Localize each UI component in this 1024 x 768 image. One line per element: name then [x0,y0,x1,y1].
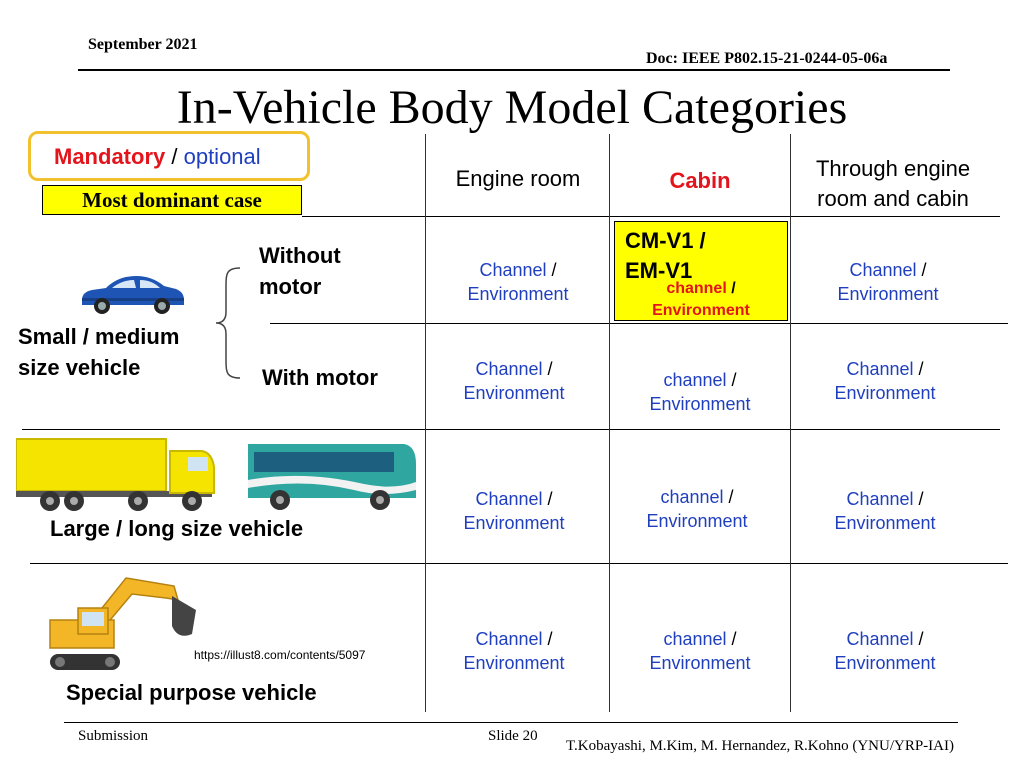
channel-label: Channel [475,629,543,649]
grid-col-line-3 [790,134,791,712]
legend-mandatory: Mandatory [54,144,166,169]
page-title: In-Vehicle Body Model Categories [176,81,848,134]
row-without-motor: Without motor [259,243,341,299]
image-credit: https://illust8.com/contents/5097 [194,648,366,662]
grid-line-row1 [270,323,1008,324]
cell-r3-cabin: channel / Environment [607,485,787,533]
cell-r4-engine: Channel / Environment [422,627,606,675]
channel-label: channel [663,629,727,649]
header-date: September 2021 [88,36,198,53]
cabin-model-label: CM-V1 / EM-V1 [625,228,706,283]
channel-label: Channel [846,359,914,379]
environment-label: Environment [463,383,565,403]
cell-r1-engine: Channel / Environment [426,258,610,306]
cell-r3-engine: Channel / Environment [422,487,606,535]
environment-label: Environment [649,653,751,673]
environment-label: Environment [652,302,750,319]
bus-icon [248,444,416,510]
col-through: Through engine room and cabin [815,156,971,211]
footer-submission: Submission [78,728,149,744]
col-engine-room: Engine room [455,166,581,191]
grid-line-header [302,216,1000,217]
grid-line-row3 [30,563,1008,564]
environment-label: Environment [463,513,565,533]
channel-label: Channel [849,260,917,280]
cell-r2-through: Channel / Environment [788,357,982,405]
row-small-medium: Small / medium size vehicle [18,324,180,380]
channel-label: channel [660,487,724,507]
grid-col-line-1 [425,134,426,712]
legend-text: Mandatory / optional [54,143,261,171]
footer-slide-number: Slide 20 [488,728,538,744]
cell-r2-cabin: channel / Environment [610,368,790,416]
grid-line-bottom [64,722,958,723]
environment-label: Environment [467,284,569,304]
environment-label: Environment [837,284,939,304]
row-special: Special purpose vehicle [66,680,317,705]
environment-label: Environment [834,513,936,533]
dominant-cabin-cell: CM-V1 / EM-V1 channel / Environment [614,221,788,321]
header-rule [78,69,950,71]
channel-label: Channel [479,260,547,280]
channel-label: Channel [846,629,914,649]
legend-box [28,131,310,181]
footer-authors: T.Kobayashi, M.Kim, M. Hernandez, R.Kohn… [566,738,954,754]
environment-label: Environment [834,383,936,403]
excavator-icon [49,577,196,670]
car-icon [82,276,184,314]
channel-label: Channel [475,359,543,379]
channel-label: Channel [846,489,914,509]
environment-label: Environment [649,394,751,414]
grid-line-row2 [22,429,1000,430]
row-large-long: Large / long size vehicle [50,516,304,541]
channel-label: channel [663,370,727,390]
dominant-case-label: Most dominant case [42,185,302,215]
brace-icon [215,267,241,379]
cell-r1-through: Channel / Environment [791,258,985,306]
legend-optional: optional [183,144,261,169]
cell-r3-through: Channel / Environment [788,487,982,535]
row-with-motor: With motor [262,365,378,390]
cell-r2-engine: Channel / Environment [422,357,606,405]
cell-r4-through: Channel / Environment [788,627,982,675]
channel-label: channel [666,280,727,297]
truck-icon [16,438,215,511]
cell-r4-cabin: channel / Environment [610,627,790,675]
header-doc: Doc: IEEE P802.15-21-0244-05-06a [646,50,888,67]
grid-col-line-2 [609,134,610,712]
environment-label: Environment [646,511,748,531]
legend-separator: / [165,144,184,169]
channel-label: Channel [475,489,543,509]
environment-label: Environment [834,653,936,673]
environment-label: Environment [463,653,565,673]
col-cabin: Cabin [669,168,731,193]
